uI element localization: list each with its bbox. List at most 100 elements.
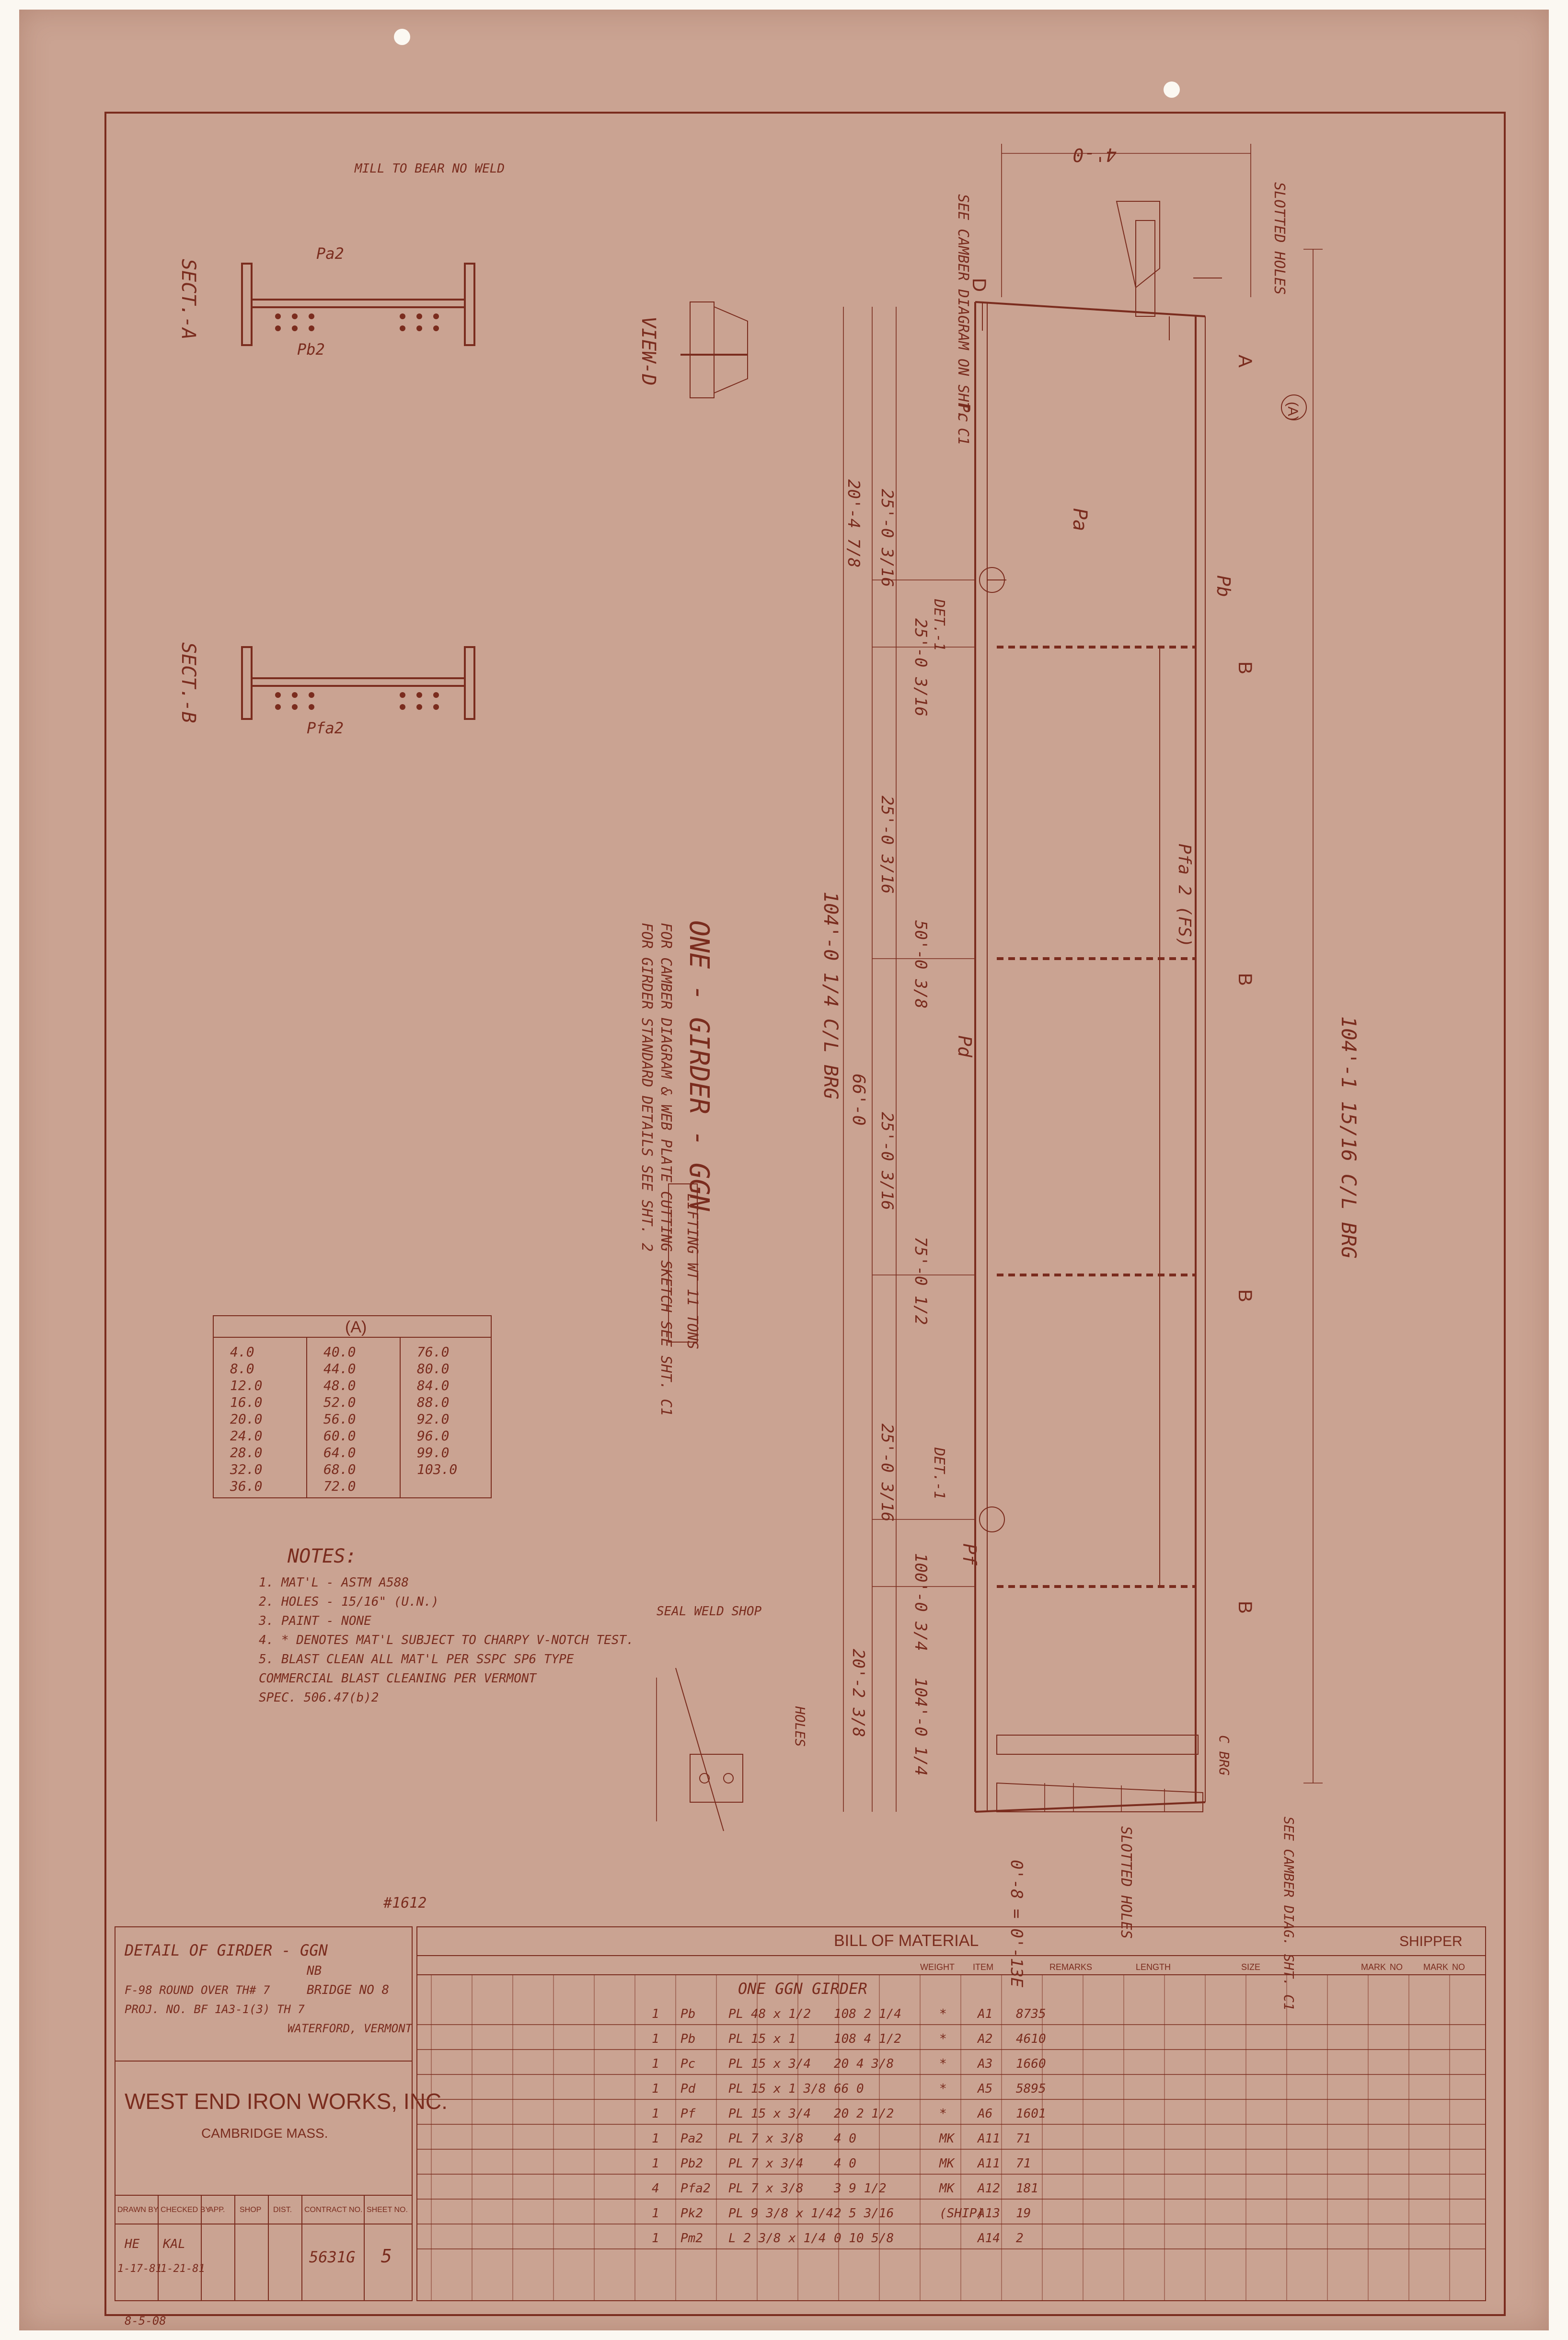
bom-cell: 1660 — [1016, 2057, 1046, 2071]
company-city: CAMBRIDGE MASS. — [201, 2126, 328, 2141]
bom-cell: 1 — [652, 2156, 659, 2171]
station-label: 50'-0 3/8 — [911, 920, 930, 1008]
bom-cell: PL 7 x 3/8 — [728, 2131, 804, 2146]
bom-header: MARK — [1423, 1962, 1448, 1972]
note-item: 4. * DENOTES MAT'L SUBJECT TO CHARPY V-N… — [259, 1633, 634, 1647]
title-project-2: PROJ. NO. BF 1A3-1(3) TH 7 — [125, 2003, 305, 2016]
bom-cell: 2 5 3/16 — [834, 2206, 894, 2221]
label-pf: Pf — [959, 1543, 980, 1566]
camber-table-cell: 24.0 — [230, 1428, 262, 1444]
bom-cell: PL 15 x 1 — [728, 2032, 796, 2046]
contract-no: 5631G — [309, 2248, 355, 2266]
section-tag-b: B — [1234, 1289, 1256, 1302]
bom-cell: 108 2 1/4 — [834, 2007, 901, 2021]
sheet-no: 5 — [381, 2246, 392, 2267]
bom-cell: A11 — [977, 2131, 1000, 2146]
camber-table-cell: 99.0 — [417, 1445, 449, 1460]
station-label: 104'-0 1/4 — [911, 1678, 930, 1776]
label-pd: Pd — [954, 1035, 975, 1058]
camber-table-cell: 44.0 — [323, 1361, 356, 1377]
bom-header: NO — [1452, 1962, 1465, 1972]
bay-label: 25'-0 3/16 — [877, 1424, 897, 1522]
footer-date: 8-5-08 — [125, 2314, 166, 2328]
note-item: COMMERCIAL BLAST CLEANING PER VERMONT — [259, 1671, 537, 1686]
camber-table-cell: 32.0 — [230, 1461, 262, 1477]
bom-cell: * — [939, 2107, 947, 2121]
drawing-number: #1612 — [383, 1895, 427, 1911]
note-item: 2. HOLES - 15/16" (U.N.) — [259, 1595, 439, 1609]
section-cut-tags: A B B B B D (A) — [968, 278, 1307, 1614]
bom-cell: 4 — [652, 2181, 659, 2196]
bom-cell: A14 — [977, 2231, 1000, 2246]
hdr-checked-by: CHECKED BY — [161, 2206, 210, 2214]
drawn-date: 1-17-81 — [117, 2263, 162, 2275]
bom-cell: 20 2 1/2 — [834, 2107, 894, 2121]
bom-cell: 4 0 — [834, 2156, 856, 2171]
bom-cell: 181 — [1016, 2181, 1038, 2196]
cl-brg-label: C BRG — [1216, 1735, 1232, 1775]
camber-table-cell: 60.0 — [323, 1428, 356, 1444]
end-left-dim: 20'-4 7/8 — [844, 479, 863, 568]
bom-cell: Pc — [680, 2057, 695, 2071]
engineering-drawing: 104'-1 15/16 C/L BRG 4'-0 SLOTTED HOLES … — [104, 112, 1506, 2328]
hdr-shop: SHOP — [240, 2206, 261, 2214]
bom-cell: A6 — [977, 2107, 992, 2121]
section-b: SECT.-B Pfa2 — [177, 642, 475, 737]
drawn-by: HE — [124, 2237, 140, 2251]
bom-cell: * — [939, 2007, 947, 2021]
camber-table-cell: 52.0 — [323, 1394, 356, 1410]
bom-header: NO — [1390, 1962, 1403, 1972]
camber-notes: SEE CAMBER DIAGRAM ON SHT. C1 SEE CAMBER… — [955, 194, 1297, 2011]
camber-table-cell: 80.0 — [417, 1361, 449, 1377]
title-location: WATERFORD, VERMONT — [288, 2022, 413, 2035]
bom-cell: * — [939, 2032, 947, 2046]
section-tag-b: B — [1234, 1601, 1256, 1614]
hdr-drawn-by: DRAWN BY — [117, 2206, 159, 2214]
view-tag-d: D — [968, 278, 990, 292]
label-pb: Pb — [1213, 575, 1234, 597]
bom-cell: MK — [939, 2156, 956, 2171]
punch-hole — [1164, 81, 1180, 98]
view-d: VIEW-D — [637, 301, 748, 398]
seal-weld-label: SEAL WELD SHOP — [657, 1604, 761, 1619]
bom-cell: 2 — [1016, 2231, 1024, 2246]
bill-of-material: SHIPPER BILL OF MATERIAL ONE GGN GIRDER … — [416, 1926, 1486, 2301]
slotted-holes-top: SLOTTED HOLES — [1271, 182, 1288, 295]
bom-cell: PL 9 3/8 x 1/4 — [728, 2206, 833, 2221]
bom-cell: 1 — [652, 2082, 659, 2096]
view-d-title: VIEW-D — [637, 316, 659, 386]
section-tag-b: B — [1234, 661, 1256, 674]
bottom-overall-dim: 104'-0 1/4 C/L BRG — [819, 892, 842, 1099]
sect-a-title: SECT.-A — [177, 259, 199, 340]
mid-dim: 66'-0 — [849, 1074, 868, 1125]
bom-cell: 71 — [1016, 2131, 1031, 2146]
camber-table-cell: 103.0 — [417, 1461, 457, 1477]
bay-label: 25'-0 3/16 — [877, 796, 897, 894]
camber-table-cell: 8.0 — [230, 1361, 254, 1377]
bom-cell: 108 4 1/2 — [834, 2032, 901, 2046]
bay-label: 25'-0 3/16 — [877, 1112, 897, 1210]
bom-cell: MK — [939, 2181, 956, 2196]
bom-cell: Pf — [680, 2107, 696, 2121]
camber-table-cell: 56.0 — [323, 1411, 356, 1427]
station-label: 75'-0 1/2 — [911, 1237, 930, 1325]
notes-title: NOTES: — [287, 1545, 357, 1567]
label-pb2: Pb2 — [297, 340, 325, 359]
bom-cell: L 2 3/8 x 1/4 — [728, 2231, 826, 2246]
camber-note-right: SEE CAMBER DIAG. SHT. C1 — [1281, 1817, 1297, 2011]
checked-date: 1-21-81 — [161, 2263, 205, 2275]
bom-cell: Pb2 — [680, 2156, 703, 2171]
bom-cell: A1 — [977, 2007, 992, 2021]
bom-cell: 1 — [652, 2057, 659, 2071]
section-tag-b: B — [1234, 973, 1256, 986]
station-label: 25'-0 3/16 — [911, 618, 930, 717]
bom-cell: 3 9 1/2 — [833, 2181, 887, 2196]
top-dim-label: 4'-0 — [1072, 144, 1117, 165]
mill-to-bear: MILL TO BEAR NO WELD — [354, 162, 505, 176]
border-frame — [104, 112, 1506, 2316]
bom-cell: PL 15 x 1 3/8 — [728, 2082, 826, 2096]
bom-cell: Pm2 — [680, 2231, 703, 2246]
bom-cell: 0 10 5/8 — [834, 2231, 894, 2246]
camber-table-cell: 64.0 — [323, 1445, 356, 1460]
